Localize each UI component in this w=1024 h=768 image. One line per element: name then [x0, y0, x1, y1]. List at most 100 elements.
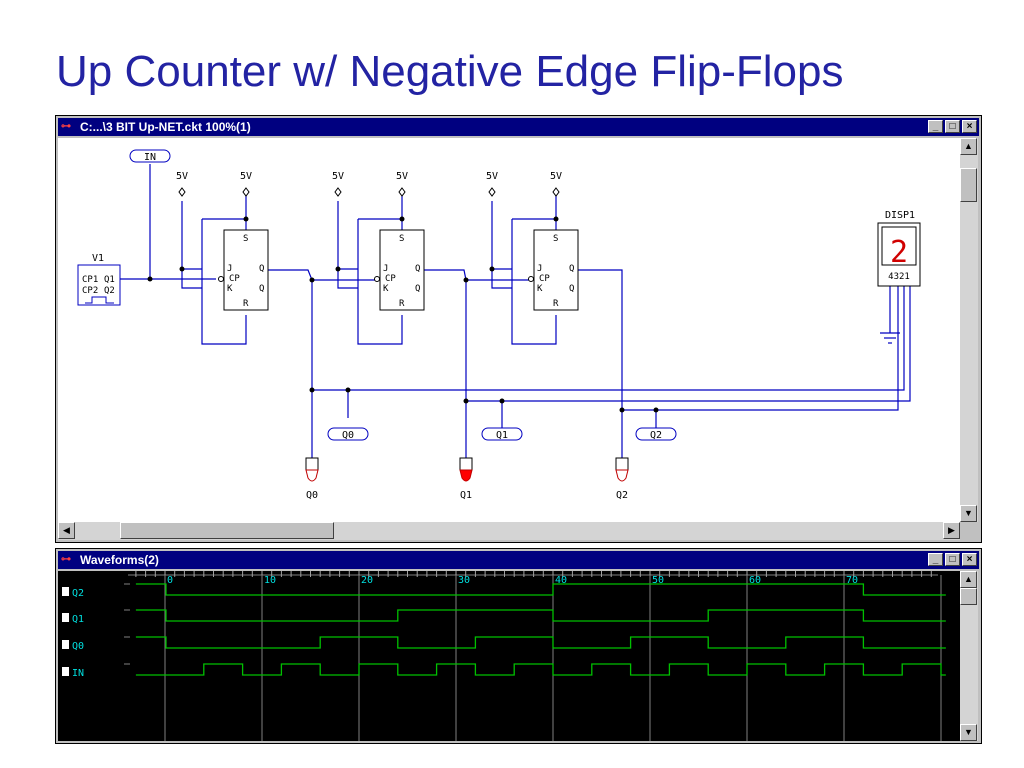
waveform-titlebar[interactable]: ⊶ Waveforms(2) _ □ × [58, 551, 979, 569]
probe-label-q1: Q1 [460, 490, 472, 501]
schematic-vertical-scrollbar[interactable]: ▲ ▼ [960, 138, 978, 522]
flip-flop-1[interactable]: S J CP K R Q Q [218, 229, 269, 311]
scroll-down-button[interactable]: ▼ [960, 724, 977, 741]
q2-tag: Q2 [650, 430, 662, 441]
svg-text:CP: CP [229, 274, 240, 284]
signal-label: Q0 [72, 641, 84, 652]
supply-label: 5V [550, 171, 562, 182]
time-tick-label: 30 [458, 575, 470, 586]
supply-label: 5V [486, 171, 498, 182]
signal-checkbox[interactable] [62, 613, 69, 622]
display-digit: 2 [890, 235, 908, 270]
close-button[interactable]: × [962, 120, 977, 133]
svg-text:Q: Q [259, 264, 264, 274]
time-tick-label: 50 [652, 575, 664, 586]
svg-text:R: R [399, 299, 405, 309]
signal-checkbox[interactable] [62, 667, 69, 676]
supply-label: 5V [396, 171, 408, 182]
scroll-down-button[interactable]: ▼ [960, 505, 977, 522]
flip-flop-2[interactable]: S J CP K R Q Q [374, 229, 425, 311]
time-tick-label: 10 [264, 575, 276, 586]
svg-text:J: J [383, 264, 388, 274]
svg-text:CP: CP [539, 274, 550, 284]
svg-text:R: R [243, 299, 249, 309]
scroll-up-button[interactable]: ▲ [960, 138, 977, 155]
scroll-thumb[interactable] [960, 588, 977, 605]
circuit-icon: ⊶ [61, 121, 71, 132]
probe-q2[interactable] [615, 457, 629, 482]
scroll-thumb[interactable] [120, 522, 334, 539]
svg-text:R: R [553, 299, 559, 309]
probe-label-q0: Q0 [306, 490, 318, 501]
svg-text:Q: Q [569, 284, 574, 294]
scroll-thumb[interactable] [960, 168, 977, 202]
q0-tag: Q0 [342, 430, 354, 441]
circuit-diagram: IN 5V 5V 5V 5V 5V 5V V1 CP1 Q1 CP2 Q2 [77, 149, 921, 501]
svg-text:Q: Q [569, 264, 574, 274]
close-button[interactable]: × [962, 553, 977, 566]
svg-text:4321: 4321 [888, 272, 910, 282]
svg-text:CP2: CP2 [82, 286, 98, 296]
schematic-window-title: C:...\3 BIT Up-NET.ckt 100%(1) [80, 120, 251, 134]
signal-trace [135, 609, 946, 622]
signal-checkbox[interactable] [62, 640, 69, 649]
signal-checkbox[interactable] [62, 587, 69, 596]
schematic-canvas[interactable]: IN 5V 5V 5V 5V 5V 5V V1 CP1 Q1 CP2 Q2 [58, 138, 960, 522]
in-tag: IN [144, 152, 156, 163]
svg-text:S: S [243, 234, 248, 244]
signal-label: Q2 [72, 588, 84, 599]
probe-q0[interactable] [305, 457, 319, 482]
schematic-window: ⊶ C:...\3 BIT Up-NET.ckt 100%(1) _ □ × [55, 115, 982, 543]
signal-label: IN [72, 668, 84, 679]
slide-title: Up Counter w/ Negative Edge Flip-Flops [56, 47, 844, 96]
clock-source[interactable] [77, 264, 121, 306]
waveform-window-title: Waveforms(2) [80, 553, 159, 567]
supply-label: 5V [240, 171, 252, 182]
supply-label: 5V [176, 171, 188, 182]
svg-text:K: K [537, 284, 543, 294]
scroll-up-button[interactable]: ▲ [960, 571, 977, 588]
svg-text:Q2: Q2 [104, 286, 115, 296]
signal-trace [135, 663, 946, 676]
display-label: DISP1 [885, 210, 915, 221]
svg-text:CP: CP [385, 274, 396, 284]
scroll-right-button[interactable]: ▶ [943, 522, 960, 539]
schematic-titlebar[interactable]: ⊶ C:...\3 BIT Up-NET.ckt 100%(1) _ □ × [58, 118, 979, 136]
time-tick-label: 70 [846, 575, 858, 586]
supply-label: 5V [332, 171, 344, 182]
signal-label: Q1 [72, 614, 84, 625]
waveform-vertical-scrollbar[interactable]: ▲ ▼ [960, 571, 978, 741]
q1-tag: Q1 [496, 430, 508, 441]
maximize-button[interactable]: □ [945, 120, 960, 133]
probe-label-q2: Q2 [616, 490, 628, 501]
svg-text:CP1: CP1 [82, 275, 98, 285]
svg-text:Q: Q [415, 284, 420, 294]
svg-text:S: S [399, 234, 404, 244]
svg-text:Q: Q [259, 284, 264, 294]
svg-text:J: J [227, 264, 232, 274]
svg-text:Q1: Q1 [104, 275, 115, 285]
flip-flop-3[interactable]: S J CP K R Q Q [528, 229, 579, 311]
maximize-button[interactable]: □ [945, 553, 960, 566]
svg-text:J: J [537, 264, 542, 274]
signal-trace [135, 636, 946, 649]
minimize-button[interactable]: _ [928, 553, 943, 566]
time-tick-label: 40 [555, 575, 567, 586]
svg-text:K: K [227, 284, 233, 294]
svg-text:Q: Q [415, 264, 420, 274]
probe-q1[interactable] [459, 457, 473, 482]
svg-text:K: K [383, 284, 389, 294]
minimize-button[interactable]: _ [928, 120, 943, 133]
schematic-horizontal-scrollbar[interactable]: ◀ ▶ [58, 522, 960, 540]
svg-text:S: S [553, 234, 558, 244]
time-tick-label: 0 [167, 575, 173, 586]
time-tick-label: 60 [749, 575, 761, 586]
waveform-icon: ⊶ [61, 554, 71, 565]
time-tick-label: 20 [361, 575, 373, 586]
signal-trace [135, 583, 946, 596]
clock-source-label: V1 [92, 253, 104, 264]
scroll-left-button[interactable]: ◀ [58, 522, 75, 539]
